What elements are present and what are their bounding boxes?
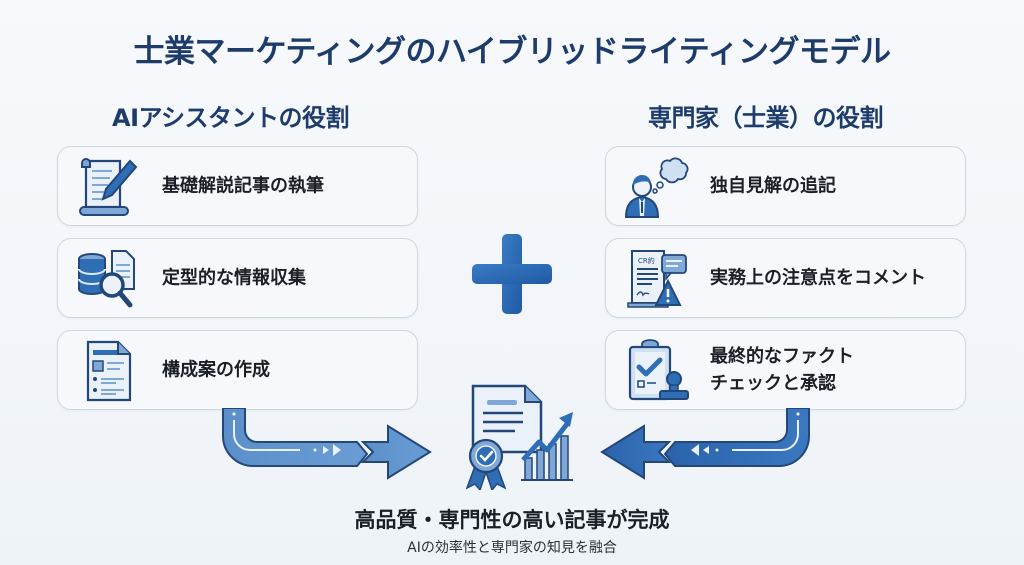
ai-role-label: 構成案の作成 [162,359,270,381]
expert-flow-arrow-icon [600,408,810,480]
scroll-pen-icon [79,158,138,216]
expert-role-label: 実務上の注意点をコメント [710,267,926,289]
ai-role-card-writing: 基礎解説記事の執筆 [57,146,418,226]
database-search-icon [78,250,135,308]
result-title: 高品質・専門性の高い記事が完成 [354,508,670,532]
expert-role-label: 最終的なファクト チェックと承認 [710,346,854,394]
ai-role-label: 基礎解説記事の執筆 [162,175,324,197]
expert-role-card-approval: 最終的なファクト チェックと承認 [605,330,966,410]
contract-label: CR約 [638,256,655,265]
contract-warning-icon: CR約 [627,250,687,308]
expert-role-card-comment: CR約 実務上の注意点をコメント [605,238,966,318]
ai-role-card-research: 定型的な情報収集 [57,238,418,318]
page-title: 士業マーケティングのハイブリッドライティングモデル [133,34,891,70]
clipboard-stamp-icon [628,339,689,401]
plus-icon [472,234,552,314]
expert-role-card-insight: 独自見解の追記 [605,146,966,226]
ai-column-heading: AIアシスタントの役割 [112,104,350,132]
outline-document-icon [86,340,132,402]
ai-role-label: 定型的な情報収集 [162,267,306,289]
ai-role-card-outline: 構成案の作成 [57,330,418,410]
person-thought-icon [624,157,689,218]
expert-role-label: 独自見解の追記 [710,175,836,197]
expert-column-heading: 専門家（士業）の役割 [648,104,884,132]
result-subtitle: AIの効率性と専門家の知見を融合 [407,540,617,556]
ai-flow-arrow-icon [222,408,432,480]
quality-report-icon [465,384,573,490]
